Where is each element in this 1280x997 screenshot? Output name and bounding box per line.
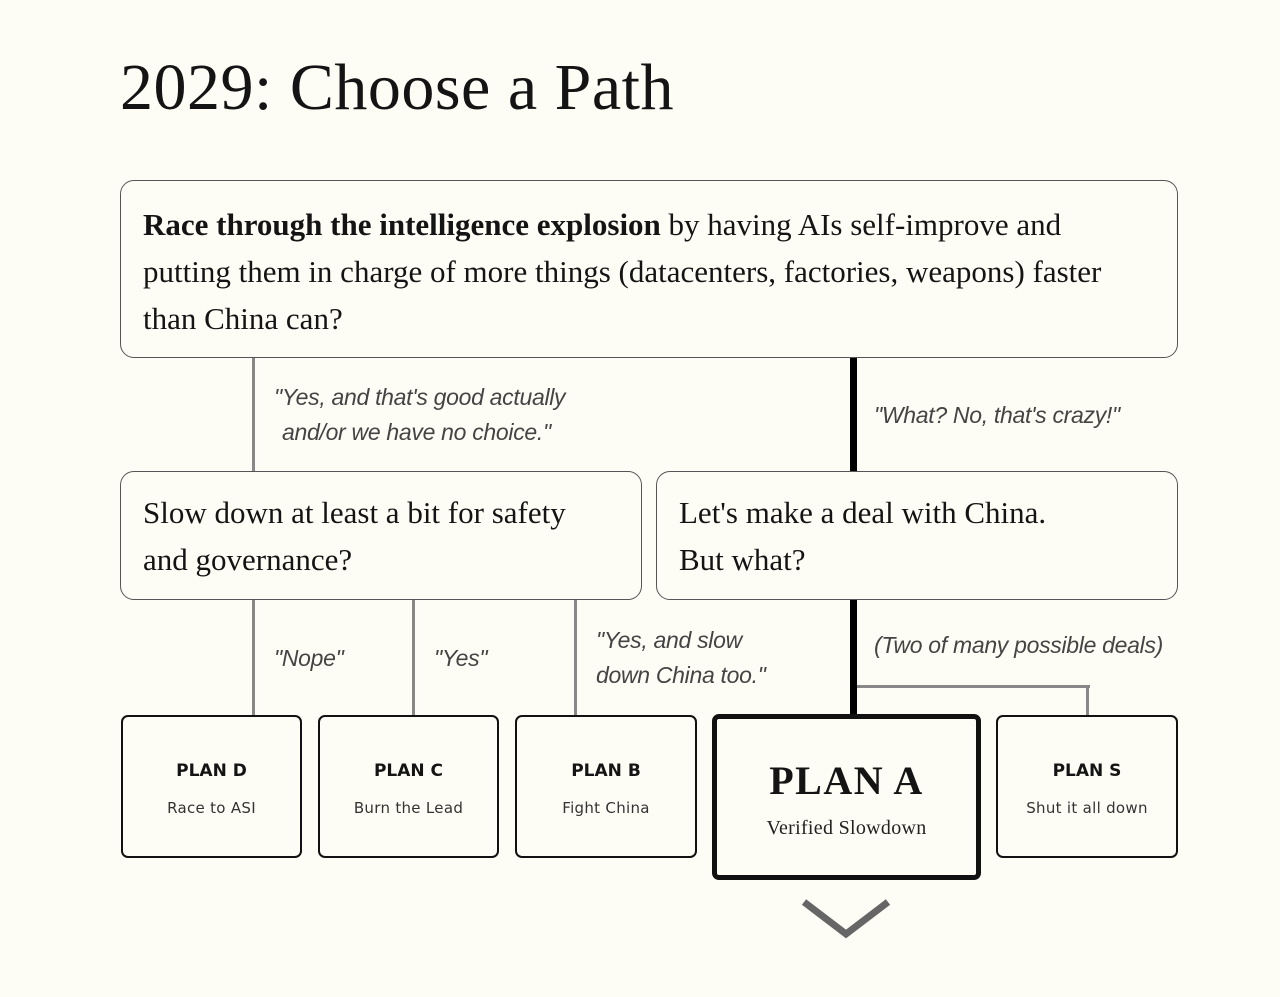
plan-b-card[interactable]: PLAN B Fight China (515, 715, 697, 858)
answer-yes: "Yes" (434, 645, 488, 671)
connector-plan-a (850, 600, 857, 718)
page-title: 2029: Choose a Path (120, 51, 674, 124)
answer-nope: "Nope" (274, 645, 344, 671)
connector-plan-b (574, 600, 577, 716)
connector-yes-left (252, 358, 255, 472)
plan-s-subtitle: Shut it all down (1026, 799, 1148, 817)
plan-d-name: PLAN D (176, 761, 247, 781)
plan-c-name: PLAN C (373, 761, 444, 781)
plan-b-subtitle: Fight China (562, 799, 650, 817)
question-deal-china: Let's make a deal with China. But what? (656, 471, 1178, 600)
plan-b-name: PLAN B (571, 761, 641, 781)
answer-slow-china: "Yes, and slow down China too." (596, 627, 766, 688)
plan-c-card[interactable]: PLAN C Burn the Lead (318, 715, 499, 858)
plan-a-name: PLAN A (769, 758, 924, 803)
plan-c-subtitle: Burn the Lead (353, 799, 464, 817)
connector-plan-s-horizontal (857, 685, 1090, 688)
connector-plan-d (252, 600, 255, 716)
plan-s-name: PLAN S (1052, 761, 1122, 781)
connector-no-right (850, 358, 857, 472)
connector-plan-s-vertical (1086, 685, 1089, 716)
answer-no-crazy: "What? No, that's crazy!" (874, 402, 1120, 428)
connector-plan-c (412, 600, 415, 716)
question-race-text: by having AIs self-improve and putting t… (143, 207, 1102, 336)
question-race-bold: Race through the intelligence explosion (143, 207, 661, 242)
question-slow-down: Slow down at least a bit for safety and … (120, 471, 642, 600)
plan-d-card[interactable]: PLAN D Race to ASI (121, 715, 302, 858)
chevron-down-icon[interactable] (800, 898, 892, 942)
plan-a-card[interactable]: PLAN A Verified Slowdown (712, 714, 981, 880)
answer-yes-race: "Yes, and that's good actually and/or we… (274, 384, 566, 445)
plan-s-card[interactable]: PLAN S Shut it all down (996, 715, 1178, 858)
question-race: Race through the intelligence explosion … (120, 180, 1178, 358)
answer-possible-deals: (Two of many possible deals) (874, 632, 1164, 658)
plan-d-subtitle: Race to ASI (167, 799, 256, 817)
plan-a-subtitle: Verified Slowdown (766, 817, 927, 839)
